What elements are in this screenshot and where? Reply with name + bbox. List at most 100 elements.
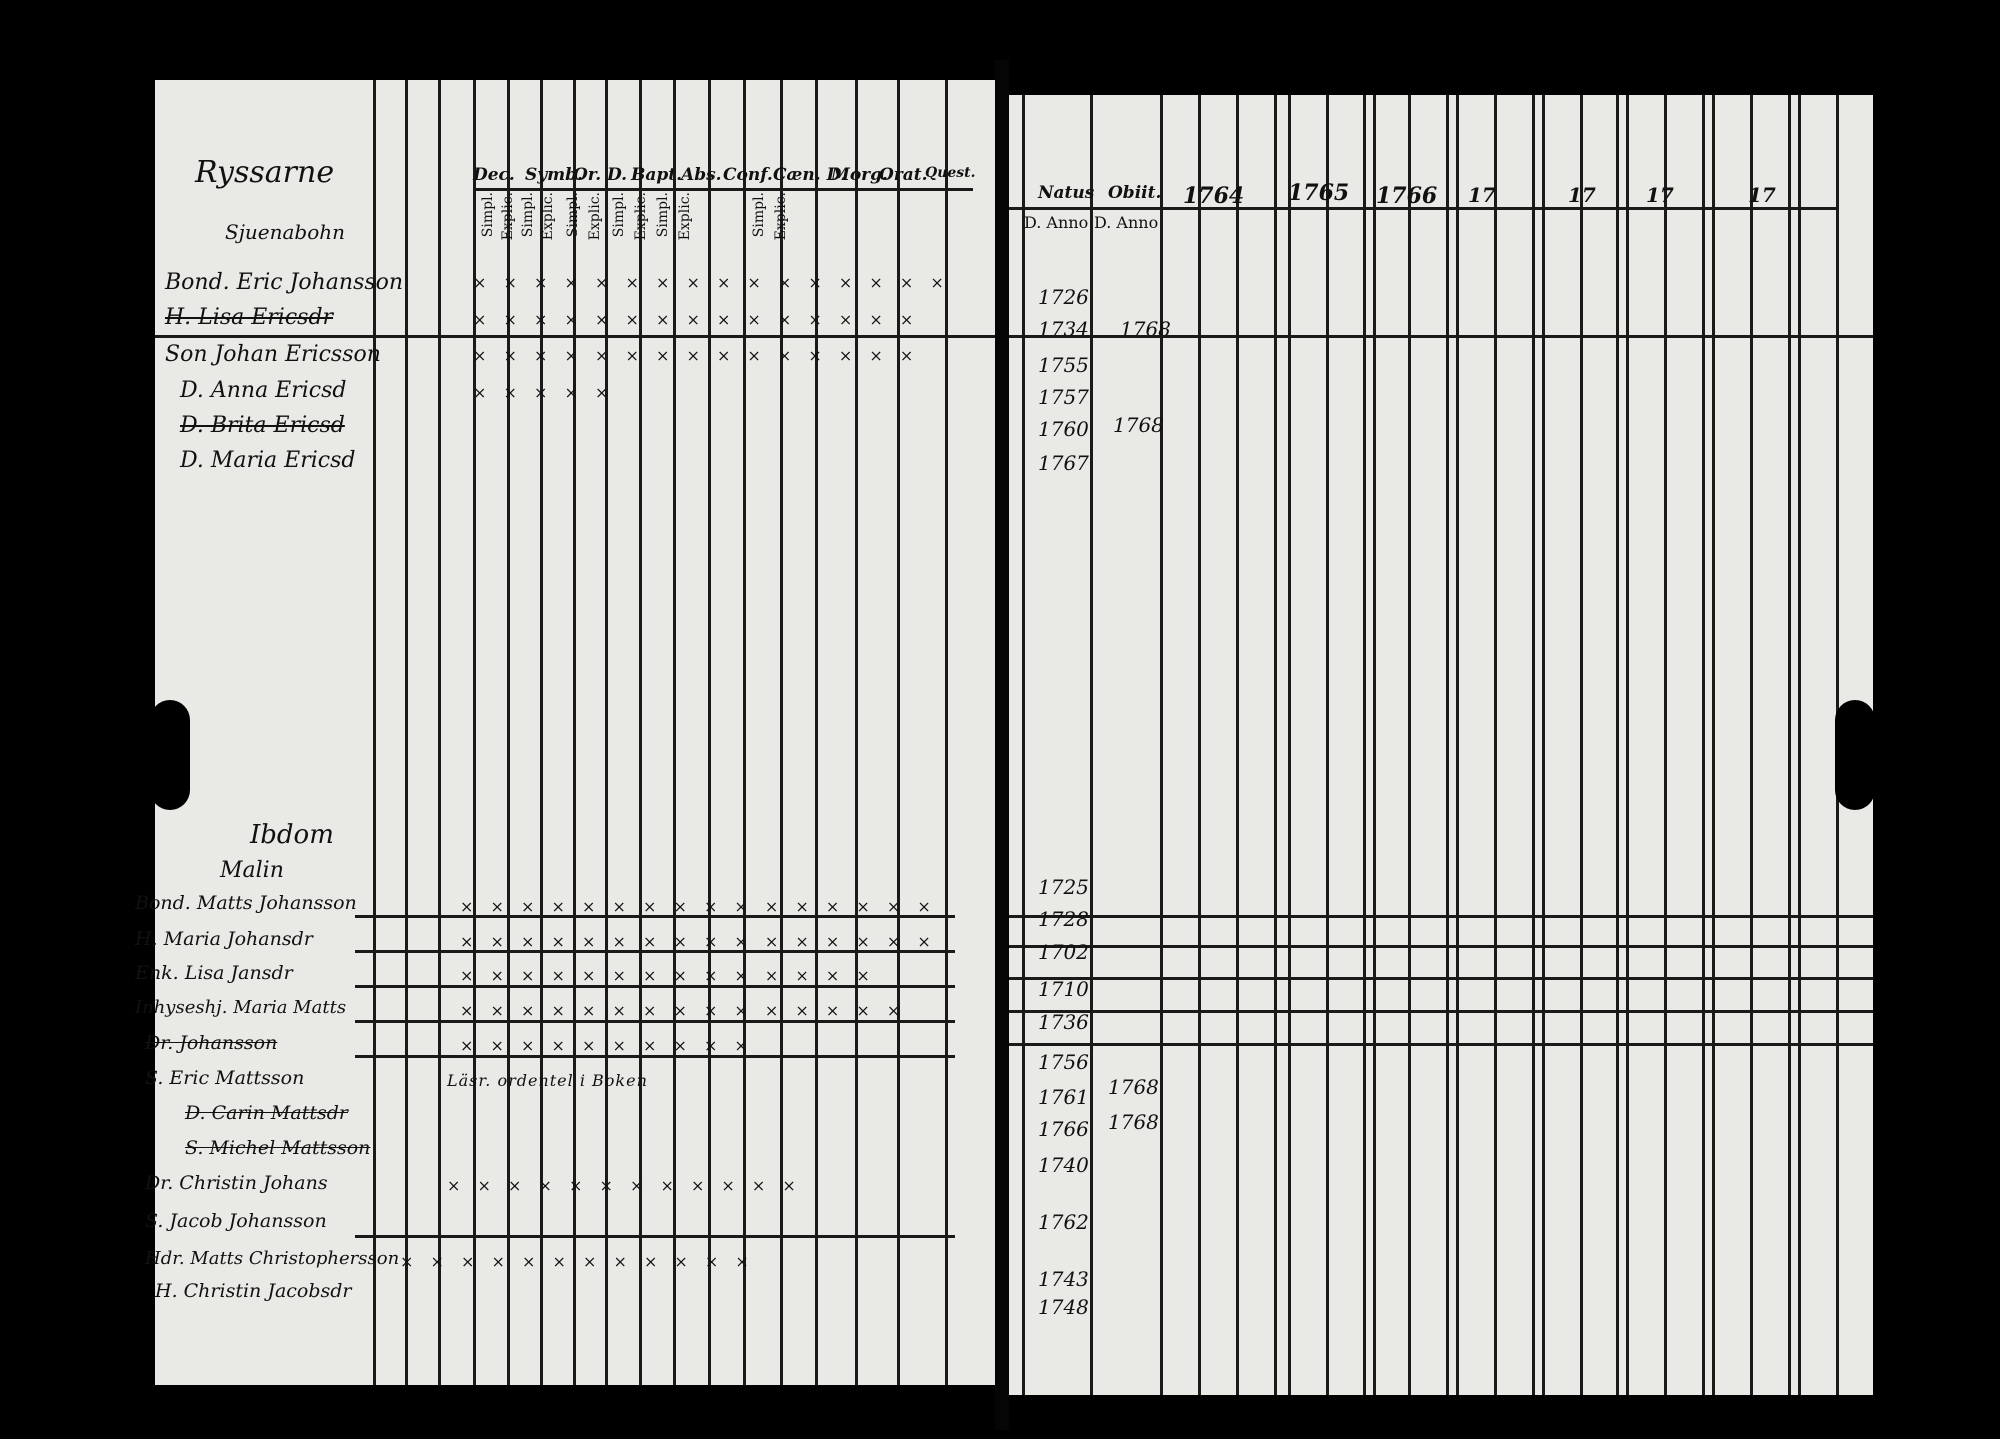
header-ord: Or. D.	[573, 165, 628, 185]
birth-year: 1755	[1038, 353, 1089, 377]
header-symb: Symb.	[525, 165, 583, 185]
birth-year: 1702	[1038, 940, 1089, 964]
header-caen: Cæn. D.	[773, 165, 847, 185]
header-rule	[473, 188, 973, 191]
catechism-marks: × × × × × × × × × × × ×	[400, 1252, 755, 1271]
column-rule	[1446, 95, 1449, 1395]
catechism-marks: × × × × × × × × × × × ×	[447, 1176, 802, 1195]
person-name: H. Lisa Ericsdr	[165, 305, 334, 330]
birth-year: 1743	[1038, 1267, 1089, 1291]
household-title: Ibdom	[250, 820, 334, 850]
header-year: 17	[1748, 183, 1776, 207]
book-gutter	[995, 60, 1009, 1430]
column-rule	[573, 80, 576, 1385]
page-clip	[150, 700, 190, 810]
column-rule	[1664, 95, 1667, 1395]
row-rule	[355, 950, 955, 953]
column-rule	[605, 80, 608, 1385]
header-rule	[1008, 207, 1838, 210]
subheader: Simpl.	[655, 192, 671, 238]
person-name: S. Eric Mattsson	[145, 1067, 305, 1089]
column-rule	[1712, 95, 1715, 1395]
birth-year: 1766	[1038, 1117, 1089, 1141]
column-rule	[1542, 95, 1545, 1395]
column-rule	[1702, 95, 1705, 1395]
birth-year: 1756	[1038, 1050, 1089, 1074]
column-rule	[1580, 95, 1583, 1395]
column-rule	[1788, 95, 1791, 1395]
row-rule	[1008, 1010, 1873, 1013]
catechism-marks: × × × × × × × × × × × × × × × ×	[460, 897, 937, 916]
header-dec: Dec.	[473, 165, 515, 185]
column-rule	[1750, 95, 1753, 1395]
column-rule	[1160, 95, 1163, 1395]
left-register-page: Dec. Symb. Or. D. Bapt. Abs. Conf. Cæn. …	[135, 80, 1000, 1385]
subheader: Simpl.	[520, 192, 536, 238]
header-d-anno: D. Anno	[1024, 213, 1089, 232]
birth-year: 1760	[1038, 417, 1089, 441]
header-abs: Abs.	[681, 165, 722, 185]
header-d-anno: D. Anno	[1094, 213, 1159, 232]
catechism-marks: × × × × × × × × × × × × × ×	[460, 966, 876, 985]
header-quest: Quest.	[925, 165, 976, 181]
person-name: Bond. Matts Johansson	[135, 892, 357, 914]
column-rule	[1798, 95, 1801, 1395]
birth-year: 1740	[1038, 1153, 1089, 1177]
column-rule	[438, 80, 441, 1385]
subheader: Simpl.	[751, 192, 767, 238]
column-rule	[1408, 95, 1411, 1395]
subheader: Explic.	[500, 192, 516, 241]
column-rule	[1198, 95, 1201, 1395]
catechism-marks: Läsr. ordentel i Boken	[447, 1071, 648, 1090]
row-rule	[355, 985, 955, 988]
person-name: Inhyseshj. Maria Matts	[135, 997, 347, 1018]
subheader: Simpl.	[565, 192, 581, 238]
subheader: Explic.	[587, 192, 603, 241]
header-orat: Orat.	[879, 165, 928, 185]
column-rule	[639, 80, 642, 1385]
person-name: H. Maria Johansdr	[135, 928, 313, 950]
row-rule	[1008, 945, 1873, 948]
column-rule	[540, 80, 543, 1385]
column-rule	[1274, 95, 1277, 1395]
person-name: Dr. Johansson	[145, 1032, 278, 1054]
death-year: 1768	[1108, 1110, 1159, 1134]
subheader: Explic.	[633, 192, 649, 241]
header-year: 1766	[1376, 183, 1438, 209]
column-rule	[1288, 95, 1291, 1395]
column-rule	[897, 80, 900, 1385]
column-rule	[1326, 95, 1329, 1395]
household-subtitle: Sjuenabohn	[225, 220, 346, 244]
header-obiit: Obiit.	[1108, 183, 1162, 203]
person-name: S. Michel Mattsson	[185, 1137, 371, 1159]
person-name: Dr. Christin Johans	[145, 1172, 328, 1194]
catechism-marks: × × × × × × × × × × × × × × ×	[473, 346, 920, 365]
column-rule	[1456, 95, 1459, 1395]
column-rule	[507, 80, 510, 1385]
row-rule	[355, 915, 955, 918]
birth-year: 1767	[1038, 451, 1089, 475]
birth-year: 1725	[1038, 875, 1089, 899]
header-morg: Morg.	[831, 165, 888, 185]
birth-year: 1736	[1038, 1010, 1089, 1034]
header-natus: Natus	[1038, 183, 1095, 203]
person-name: Son Johan Ericsson	[165, 342, 381, 367]
column-rule	[1090, 95, 1093, 1395]
death-year: 1768	[1108, 1075, 1159, 1099]
header-year: 17	[1468, 183, 1496, 207]
row-rule	[155, 335, 1000, 338]
row-rule	[355, 1235, 955, 1238]
person-name: D. Maria Ericsd	[180, 448, 356, 473]
column-rule	[780, 80, 783, 1385]
header-conf: Conf.	[723, 165, 773, 185]
birth-year: 1762	[1038, 1210, 1089, 1234]
birth-year: 1728	[1038, 907, 1089, 931]
column-rule	[673, 80, 676, 1385]
household-subtitle: Malin	[220, 858, 284, 883]
catechism-marks: × × × × × × × × × × × × × × ×	[460, 1001, 907, 1020]
household-title: Ryssarne	[195, 155, 335, 190]
person-name: Enk. Lisa Jansdr	[135, 962, 293, 984]
column-rule	[708, 80, 711, 1385]
catechism-marks: × × × × × × × × × ×	[460, 1036, 754, 1055]
header-year: 17	[1568, 183, 1596, 207]
